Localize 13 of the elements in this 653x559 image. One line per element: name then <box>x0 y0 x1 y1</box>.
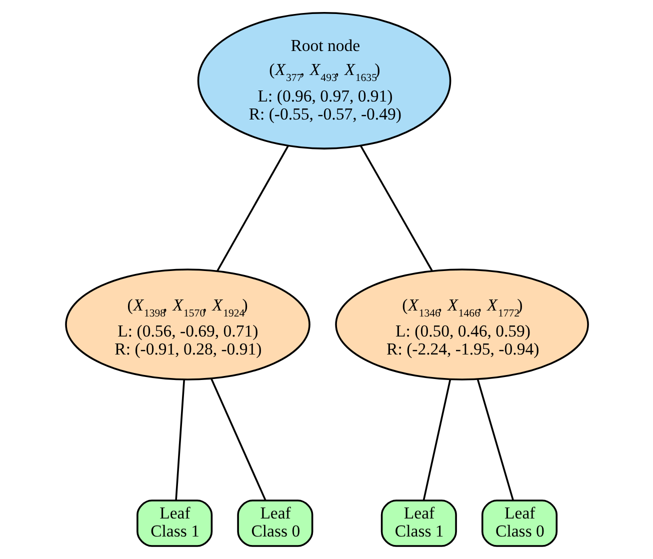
node-box: Leaf Class 0 <box>480 500 558 547</box>
node-ellipse: (X$_{1346}$, X$_{1466}$, X$_{1772}$) L: (0.50, 0.46, 0.59) R: (-2.24, -1.95, -0.94) <box>334 268 588 380</box>
connector <box>174 380 185 500</box>
connector <box>476 379 514 500</box>
node-box: Leaf Class 1 <box>380 500 456 547</box>
connector <box>359 145 432 272</box>
node-ellipse: Root node (X$_{377}$, X$_{493}$, X$_{1635}$) L: (0.96, 0.97, 0.91) R: (-0.55, -0.57, -0.49) <box>196 12 451 150</box>
connector <box>210 378 266 500</box>
connector <box>216 145 289 272</box>
connector <box>422 379 451 500</box>
node-ellipse: (X$_{1398}$, X$_{1570}$, X$_{1924}$) L: (0.56, -0.69, 0.71) R: (-0.91, 0.28, -0.91) <box>64 268 310 380</box>
node-box: Leaf Class 0 <box>236 500 313 547</box>
node-box: Leaf Class 1 <box>136 500 212 547</box>
